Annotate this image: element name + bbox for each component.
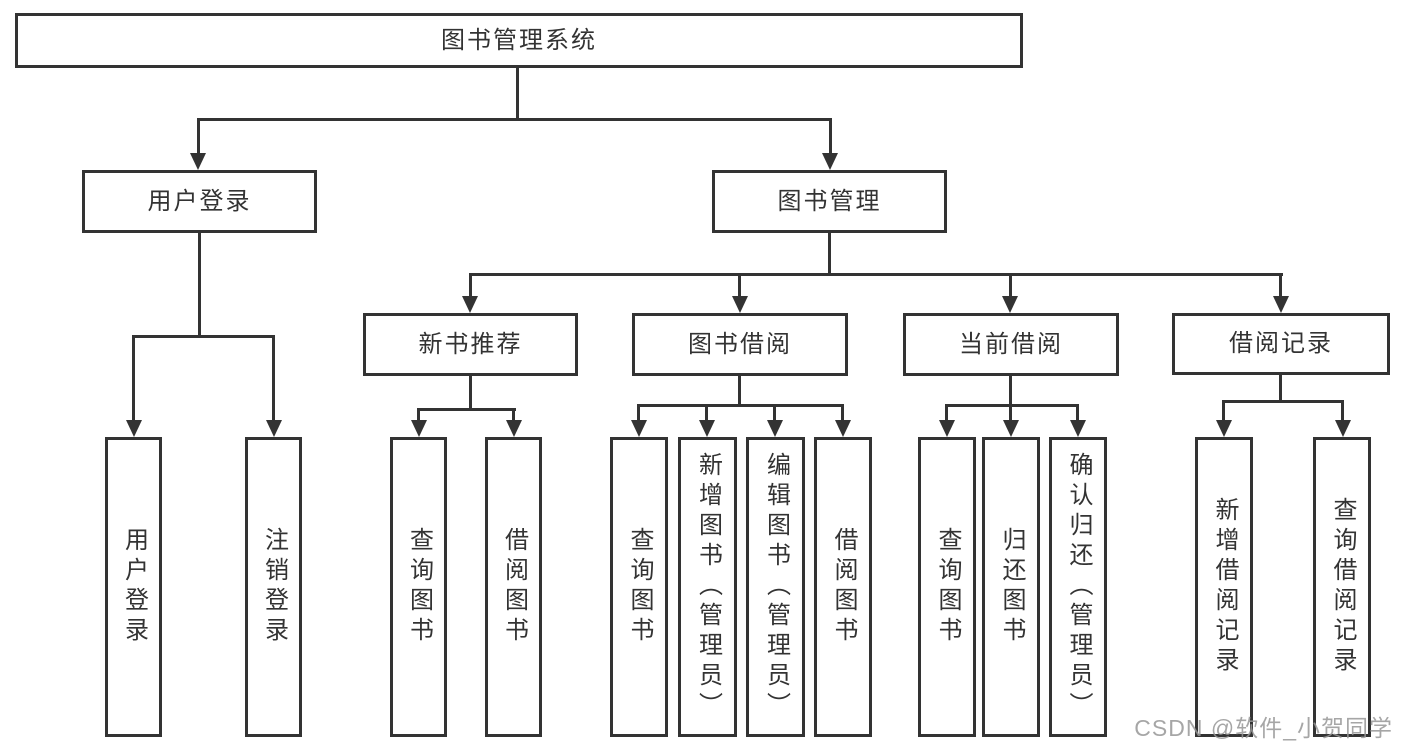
connector-drop-leaf (1341, 400, 1344, 423)
leaf-query-books-recommend-label: 查询图书 (405, 527, 433, 647)
node-book-management: 图书管理 (712, 170, 947, 233)
arrow-down-icon (835, 420, 851, 437)
leaf-user-login: 用户登录 (105, 437, 162, 737)
connector-user-login-crossbar (132, 335, 275, 338)
connector-drop-login-leaf (132, 335, 135, 423)
node-book-borrow-label: 图书借阅 (688, 330, 792, 358)
connector-drop-leaf (773, 404, 776, 423)
connector-drop-leaf (841, 404, 844, 423)
leaf-logout-label: 注销登录 (260, 527, 288, 647)
connector-borrow-record-stem (1279, 375, 1282, 400)
node-library-management-system: 图书管理系统 (15, 13, 1023, 68)
connector-drop-leaf (1076, 404, 1079, 423)
leaf-add-book-admin-label: 新增图书（管理员） (694, 452, 722, 722)
leaf-add-book-admin: 新增图书（管理员） (678, 437, 737, 737)
leaf-query-borrow-record-label: 查询借阅记录 (1329, 497, 1356, 677)
arrow-down-icon (1335, 420, 1351, 437)
leaf-query-books-recommend: 查询图书 (390, 437, 447, 737)
node-current-borrow: 当前借阅 (903, 313, 1119, 376)
arrow-down-icon (126, 420, 142, 437)
leaf-return-book-label: 归还图书 (998, 527, 1025, 647)
leaf-return-book: 归还图书 (982, 437, 1040, 737)
connector-drop-logout-leaf (272, 335, 275, 423)
arrow-down-icon (411, 420, 427, 437)
connector-book-borrow-crossbar (637, 404, 844, 407)
leaf-add-borrow-record: 新增借阅记录 (1195, 437, 1253, 737)
connector-current-borrow-stem (1009, 376, 1012, 404)
arrow-down-icon (1002, 296, 1018, 313)
node-book-management-label: 图书管理 (777, 187, 882, 215)
leaf-borrow-books-recommend-label: 借阅图书 (500, 527, 528, 647)
leaf-logout: 注销登录 (245, 437, 302, 737)
connector-drop-leaf (945, 404, 948, 423)
connector-book-borrow-stem (738, 376, 741, 404)
leaf-query-books-current: 查询图书 (918, 437, 976, 737)
connector-drop-current-borrow (1009, 273, 1012, 299)
leaf-borrow-books-recommend: 借阅图书 (485, 437, 542, 737)
arrow-down-icon (1070, 420, 1086, 437)
leaf-edit-book-admin-label: 编辑图书（管理员） (762, 452, 790, 722)
leaf-user-login-label: 用户登录 (120, 527, 148, 647)
connector-drop-leaf (705, 404, 708, 423)
connector-drop-leaf (512, 408, 515, 423)
connector-borrow-record-crossbar (1222, 400, 1344, 403)
leaf-query-books-borrow-label: 查询图书 (626, 527, 653, 647)
node-new-book-recommend-label: 新书推荐 (418, 330, 523, 358)
node-book-borrow: 图书借阅 (632, 313, 848, 376)
node-current-borrow-label: 当前借阅 (959, 330, 1063, 358)
connector-drop-leaf (637, 404, 640, 423)
node-new-book-recommend: 新书推荐 (363, 313, 578, 376)
node-user-login: 用户登录 (82, 170, 317, 233)
connector-drop-leaf (1009, 404, 1012, 423)
connector-drop-leaf (417, 408, 420, 423)
leaf-confirm-return-admin: 确认归还（管理员） (1049, 437, 1107, 737)
leaf-query-borrow-record: 查询借阅记录 (1313, 437, 1371, 737)
arrow-down-icon (506, 420, 522, 437)
connector-user-login-stem (198, 233, 201, 336)
node-borrow-record-label: 借阅记录 (1229, 330, 1333, 357)
connector-book-mgmt-crossbar (469, 273, 1283, 276)
arrow-down-icon (1216, 420, 1232, 437)
connector-drop-book-borrow (738, 273, 741, 299)
connector-book-mgmt-stem (828, 233, 831, 273)
connector-drop-borrow-record (1279, 273, 1282, 299)
csdn-watermark: CSDN @软件_小贺同学 (1134, 715, 1393, 741)
leaf-add-borrow-record-label: 新增借阅记录 (1211, 497, 1238, 677)
node-user-login-label: 用户登录 (147, 187, 252, 215)
arrow-down-icon (1273, 296, 1289, 313)
arrow-down-icon (266, 420, 282, 437)
connector-new-book-crossbar (417, 408, 516, 411)
leaf-borrow-books-label: 借阅图书 (830, 527, 857, 647)
arrow-down-icon (732, 296, 748, 313)
arrow-down-icon (631, 420, 647, 437)
arrow-down-icon (190, 153, 206, 170)
leaf-borrow-books: 借阅图书 (814, 437, 872, 737)
connector-drop-leaf (1222, 400, 1225, 423)
arrow-down-icon (462, 296, 478, 313)
node-borrow-record: 借阅记录 (1172, 313, 1390, 375)
connector-new-book-stem (469, 376, 472, 408)
arrow-down-icon (1003, 420, 1019, 437)
arrow-down-icon (822, 153, 838, 170)
arrow-down-icon (939, 420, 955, 437)
connector-root-stem (516, 68, 519, 118)
leaf-edit-book-admin: 编辑图书（管理员） (746, 437, 805, 737)
node-library-management-system-label: 图书管理系统 (441, 26, 597, 54)
connector-drop-user-login (197, 118, 200, 156)
connector-root-crossbar (197, 118, 832, 121)
arrow-down-icon (767, 420, 783, 437)
connector-current-borrow-crossbar (945, 404, 1079, 407)
arrow-down-icon (699, 420, 715, 437)
connector-drop-new-book (469, 273, 472, 299)
leaf-confirm-return-admin-label: 确认归还（管理员） (1065, 452, 1092, 722)
leaf-query-books-current-label: 查询图书 (934, 527, 961, 647)
leaf-query-books-borrow: 查询图书 (610, 437, 668, 737)
connector-drop-book-management (829, 118, 832, 156)
